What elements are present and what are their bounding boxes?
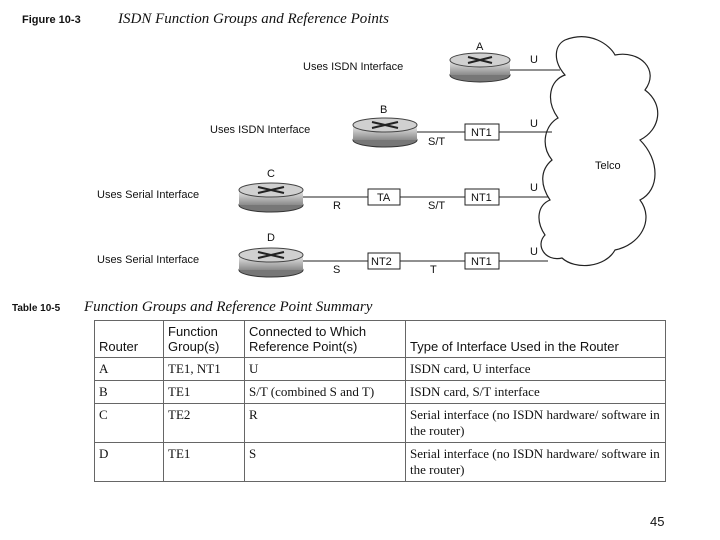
ref-u-a: U (530, 54, 538, 66)
table-cell: ISDN card, S/T interface (405, 380, 666, 404)
table-header-row: Router Function Group(s) Connected to Wh… (94, 320, 666, 358)
table-cell: S (244, 442, 406, 482)
col-header: Connected to Which Reference Point(s) (244, 320, 406, 358)
router-a-label: Uses ISDN Interface (303, 61, 403, 73)
table-row: D TE1 S Serial interface (no ISDN hardwa… (94, 442, 666, 482)
telco-cloud (538, 36, 659, 267)
nt2-label: NT2 (371, 256, 392, 268)
router-d-label: Uses Serial Interface (97, 254, 199, 266)
table-cell: TE2 (163, 403, 245, 443)
router-b (352, 117, 418, 148)
figure-title: ISDN Function Groups and Reference Point… (118, 11, 389, 27)
table-cell: TE1, NT1 (163, 357, 245, 381)
table-cell: TE1 (163, 380, 245, 404)
router-c-label: Uses Serial Interface (97, 189, 199, 201)
cloud-label: Telco (595, 160, 621, 172)
nt1-label-c: NT1 (471, 192, 492, 204)
ta-label: TA (377, 192, 391, 204)
router-b-name: B (380, 104, 387, 116)
router-d (238, 247, 304, 278)
nt1-label-d: NT1 (471, 256, 492, 268)
table-cell: ISDN card, U interface (405, 357, 666, 381)
table-cell: Serial interface (no ISDN hardware/ soft… (405, 442, 666, 482)
nt1-label-b: NT1 (471, 127, 492, 139)
table-cell: C (94, 403, 164, 443)
table-cell: R (244, 403, 406, 443)
table-cell: U (244, 357, 406, 381)
router-c (238, 182, 304, 213)
ref-t-d: T (430, 264, 437, 276)
router-a (449, 52, 511, 83)
summary-table: Router Function Group(s) Connected to Wh… (94, 320, 666, 482)
ref-st-c: S/T (428, 200, 445, 212)
table-cell: TE1 (163, 442, 245, 482)
router-d-name: D (267, 232, 275, 244)
table-row: B TE1 S/T (combined S and T) ISDN card, … (94, 380, 666, 404)
isdn-diagram: Telco A Uses ISDN Interface U B Uses ISD… (97, 36, 659, 278)
table-title: Function Groups and Reference Point Summ… (84, 299, 373, 315)
router-c-name: C (267, 168, 275, 180)
ref-u-d: U (530, 246, 538, 258)
col-header: Router (94, 320, 164, 358)
table-cell: B (94, 380, 164, 404)
router-a-name: A (476, 41, 484, 53)
col-header: Function Group(s) (163, 320, 245, 358)
table-label: Table 10-5 (12, 303, 61, 314)
table-cell: A (94, 357, 164, 381)
ref-s-d: S (333, 264, 340, 276)
page-number: 45 (650, 514, 665, 529)
table-cell: Serial interface (no ISDN hardware/ soft… (405, 403, 666, 443)
table-cell: S/T (combined S and T) (244, 380, 406, 404)
table-cell: D (94, 442, 164, 482)
figure-label: Figure 10-3 (22, 14, 81, 26)
ref-st-b: S/T (428, 136, 445, 148)
ref-u-c: U (530, 182, 538, 194)
ref-u-b: U (530, 118, 538, 130)
table-row: C TE2 R Serial interface (no ISDN hardwa… (94, 403, 666, 443)
table-row: A TE1, NT1 U ISDN card, U interface (94, 357, 666, 381)
col-header: Type of Interface Used in the Router (405, 320, 666, 358)
ref-r-c: R (333, 200, 341, 212)
router-b-label: Uses ISDN Interface (210, 124, 310, 136)
